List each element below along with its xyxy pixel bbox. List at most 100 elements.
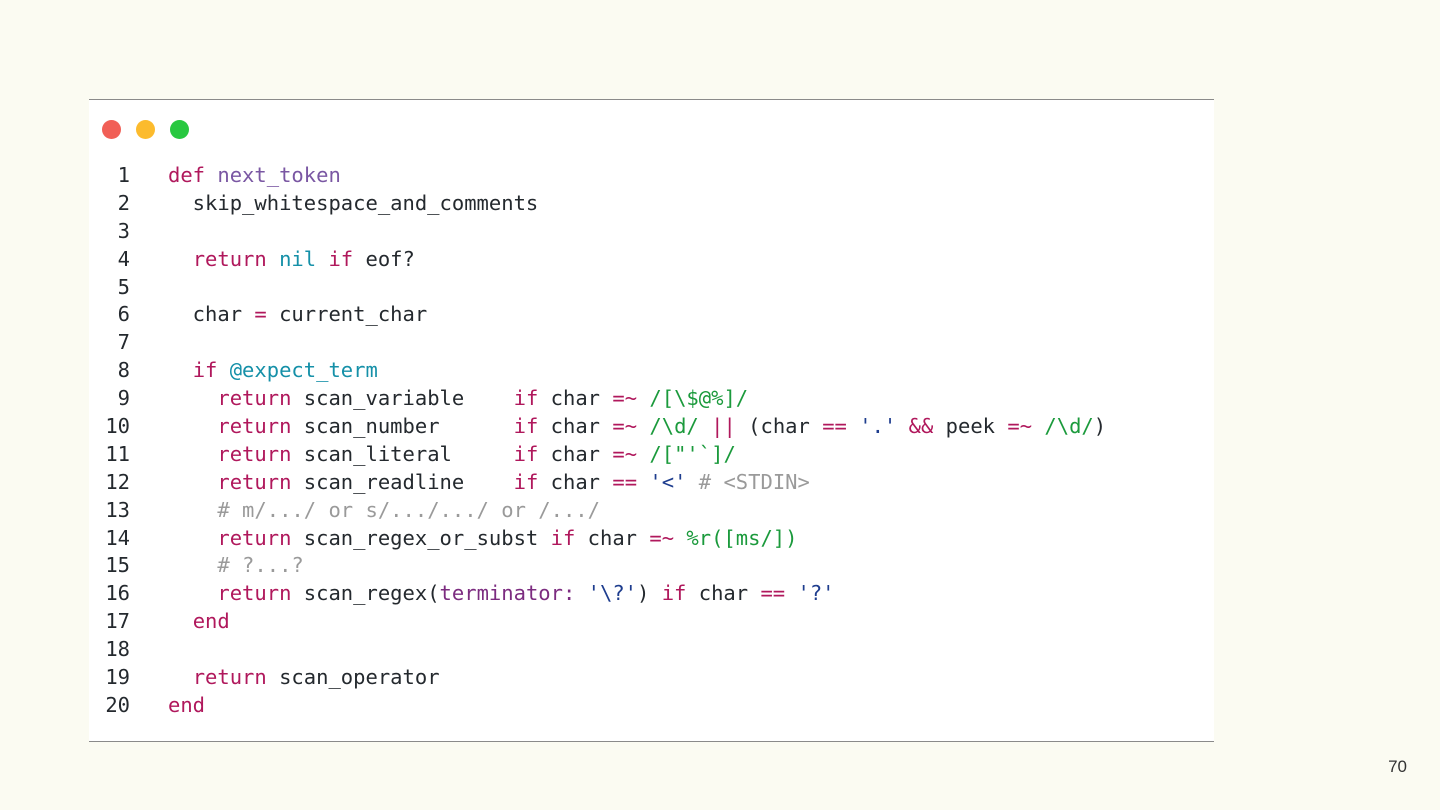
code-token: = <box>254 302 267 327</box>
code-token: == <box>612 469 638 494</box>
code-token: == <box>760 581 786 606</box>
code-text: char = current_char <box>168 301 428 329</box>
code-token: end <box>168 692 206 717</box>
code-token: char <box>538 469 613 494</box>
code-text: return scan_literal if char =~ /["'`]/ <box>168 441 736 469</box>
code-token: (char <box>735 414 823 439</box>
line-number: 10 <box>105 414 130 439</box>
code-token: /["'`]/ <box>649 441 736 466</box>
code-token: char <box>686 581 761 606</box>
code-token: # <STDIN> <box>698 469 810 494</box>
code-token: scan_readline <box>291 469 514 494</box>
code-text: def next_token <box>168 162 341 190</box>
code-token: char <box>538 386 613 411</box>
code-text: end <box>168 692 205 720</box>
code-token <box>168 386 217 410</box>
code-token: '<' <box>649 469 687 494</box>
line-number: 5 <box>117 274 130 299</box>
line-number: 7 <box>117 330 130 355</box>
code-token: return <box>217 386 292 411</box>
line-number: 8 <box>117 358 130 383</box>
code-text: # ?...? <box>168 552 303 580</box>
code-token: if <box>513 441 539 466</box>
code-token <box>847 414 859 438</box>
code-token <box>168 665 193 689</box>
line-number: 16 <box>105 581 130 606</box>
maximize-window-dot-icon[interactable] <box>170 120 189 139</box>
line-number: 18 <box>105 637 130 662</box>
code-token: =~ <box>649 525 675 550</box>
code-token: if <box>513 414 539 439</box>
code-token: scan_operator <box>266 665 440 690</box>
code-token: scan_literal <box>291 441 514 466</box>
code-token: scan_variable <box>291 386 514 411</box>
code-token: return <box>217 414 292 439</box>
code-token: '?' <box>797 581 835 606</box>
code-token: if <box>192 358 218 383</box>
code-token <box>267 247 279 271</box>
code-token: =~ <box>612 386 638 411</box>
code-token: =~ <box>612 441 638 466</box>
code-token: /[\$@%]/ <box>649 386 749 411</box>
code-token <box>168 581 217 605</box>
code-token: || <box>711 414 736 439</box>
code-token: == <box>822 414 847 439</box>
code-token <box>168 247 193 271</box>
code-text: # m/.../ or s/.../.../ or /.../ <box>168 497 600 525</box>
line-number: 19 <box>105 665 130 690</box>
code-token: /\d/ <box>1044 414 1094 439</box>
code-token: return <box>192 665 267 690</box>
code-token: scan_regex( <box>291 581 440 606</box>
code-token <box>1032 414 1044 438</box>
code-token: =~ <box>612 414 638 439</box>
code-token: current_char <box>266 302 428 327</box>
code-token <box>699 414 711 438</box>
code-token: eof? <box>353 246 415 271</box>
code-token: @expect_term <box>229 358 378 383</box>
line-number: 3 <box>117 218 130 243</box>
code-token: char <box>168 302 255 327</box>
code-token: if <box>661 581 687 606</box>
code-token <box>168 470 217 494</box>
code-token: '\?' <box>587 581 638 606</box>
line-number: 9 <box>117 386 130 411</box>
code-token: scan_regex_or_subst <box>291 525 551 550</box>
code-token <box>168 442 217 466</box>
code-text: if @expect_term <box>168 357 378 385</box>
code-text: return scan_variable if char =~ /[\$@%]/ <box>168 385 748 413</box>
line-number: 12 <box>105 469 130 494</box>
code-token <box>896 414 908 438</box>
code-text: return scan_number if char =~ /\d/ || (c… <box>168 413 1106 441</box>
code-token: if <box>513 469 539 494</box>
code-token <box>168 498 217 522</box>
code-text: skip_whitespace_and_comments <box>168 190 539 218</box>
code-token: =~ <box>1007 414 1033 439</box>
code-token: return <box>217 469 292 494</box>
line-number: 4 <box>117 246 130 271</box>
code-token <box>205 163 217 187</box>
close-window-dot-icon[interactable] <box>102 120 121 139</box>
code-token <box>674 526 686 550</box>
code-token: if <box>550 525 576 550</box>
code-token: char <box>538 414 613 439</box>
code-token: next_token <box>217 163 341 187</box>
code-token: return <box>217 441 292 466</box>
code-token: char <box>575 525 650 550</box>
code-token: # m/.../ or s/.../.../ or /.../ <box>217 497 600 522</box>
code-token: return <box>192 246 267 271</box>
code-text: return scan_regex(terminator: '\?') if c… <box>168 580 835 608</box>
code-token: char <box>538 441 613 466</box>
code-token <box>168 526 217 550</box>
code-token <box>168 358 193 382</box>
code-token: && <box>908 414 934 439</box>
code-token <box>575 581 587 605</box>
code-token <box>637 386 649 410</box>
code-token: nil <box>279 246 317 271</box>
line-number: 13 <box>105 497 130 522</box>
minimize-window-dot-icon[interactable] <box>136 120 155 139</box>
line-number: 20 <box>105 692 130 717</box>
code-text: return scan_operator <box>168 664 440 692</box>
code-text: end <box>168 608 230 636</box>
code-token: '.' <box>859 414 897 439</box>
